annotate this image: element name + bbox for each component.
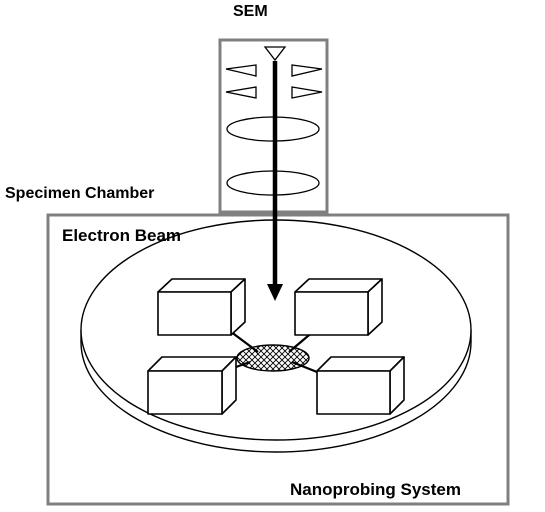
manipulator-bottom-right — [316, 356, 405, 415]
manipulator-top-right — [294, 278, 383, 336]
specimen-chamber-label: Specimen Chamber — [5, 185, 155, 202]
deflector-right-bottom — [291, 86, 323, 99]
electron-beam-arrow — [267, 61, 283, 301]
sample-mesh — [236, 344, 310, 372]
deflector-left-top — [225, 64, 257, 77]
electron-source-triangle — [263, 46, 287, 62]
manipulator-bottom-left — [147, 356, 237, 415]
manipulator-top-left — [157, 278, 246, 336]
nanoprobing-system-label: Nanoprobing System — [290, 480, 461, 499]
electron-beam-label: Electron Beam — [62, 226, 182, 245]
sem-label: SEM — [233, 3, 268, 20]
deflector-right-top — [291, 64, 323, 77]
deflector-left-bottom — [225, 86, 257, 99]
